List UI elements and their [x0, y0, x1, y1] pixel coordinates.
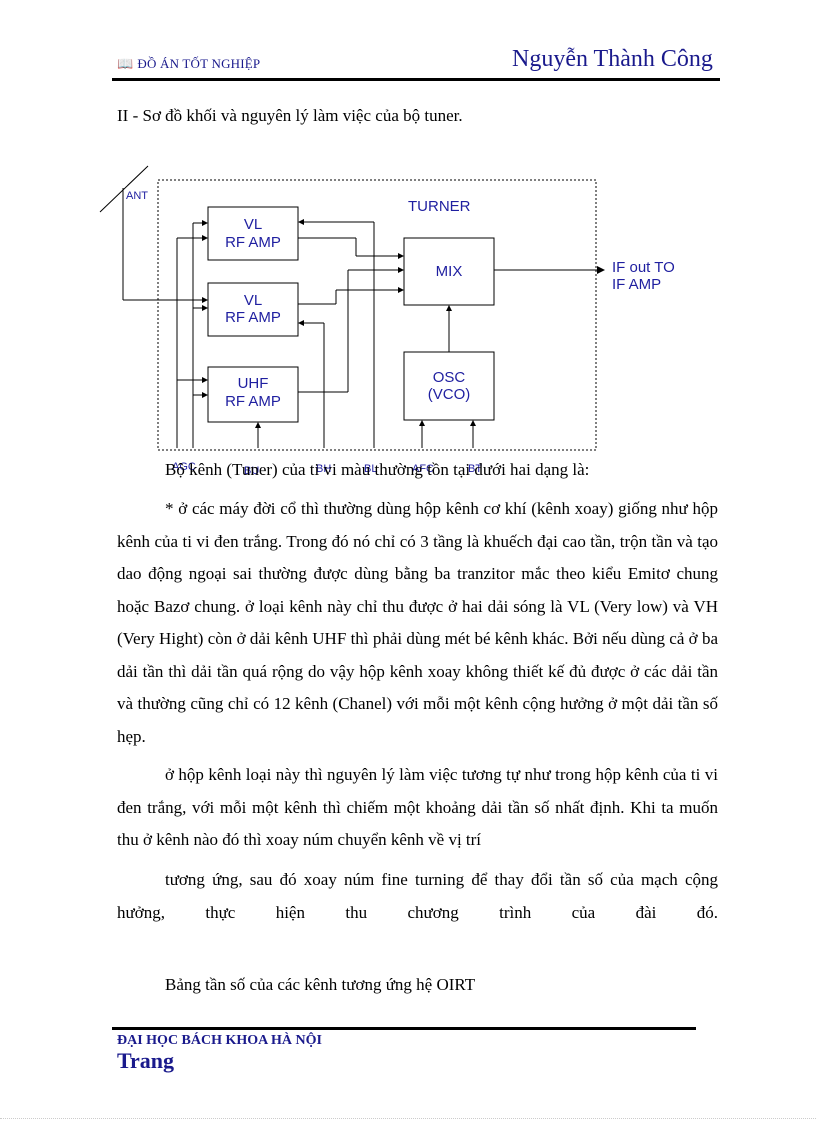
paragraph-1: * ở các máy đời cổ thì thường dùng hộp k… — [117, 493, 718, 753]
header-left-text: ĐỒ ÁN TỐT NGHIỆP — [137, 56, 261, 71]
pin-label-bt: BT — [468, 463, 482, 475]
block-vl1-line1: VL — [244, 216, 262, 233]
block-uhf — [207, 366, 299, 423]
section-title: II - Sơ đồ khối và nguyên lý làm việc củ… — [117, 106, 463, 125]
footer-rule — [112, 1027, 696, 1030]
block-vl2-line2: RF AMP — [225, 309, 281, 326]
footer-university: ĐẠI HỌC BÁCH KHOA HÀ NỘI — [117, 1033, 322, 1048]
book-icon: 📖 — [117, 56, 134, 71]
tuner-label: TURNER — [408, 198, 471, 215]
paragraph-1-text: * ở các máy đời cổ thì thường dùng hộp k… — [117, 499, 718, 746]
block-mix-label: MIX — [436, 263, 463, 280]
header-author-name: Nguyễn Thành Công — [512, 46, 713, 72]
paragraph-3-text: tương ứng, sau đó xoay núm fine turning … — [117, 870, 718, 922]
pin-label-bu: BU — [244, 465, 259, 477]
block-uhf-line1: UHF — [238, 375, 269, 392]
block-vl2 — [207, 282, 299, 337]
header-left-title: 📖ĐỒ ÁN TỐT NGHIỆP — [117, 56, 260, 72]
tuner-block-diagram: ANT TURNER VL RF AMP VL RF AMP UHF RF AM… — [99, 165, 675, 477]
header-rule — [112, 78, 720, 81]
table-caption: Bảng tần số của các kênh tương ứng hệ OI… — [165, 975, 476, 994]
intro-line: Bộ kênh (Tuner) của ti vi màu thường tồn… — [165, 460, 590, 479]
paragraph-2-text: ở hộp kênh loại này thì nguyên lý làm vi… — [117, 765, 718, 849]
paragraph-2: ở hộp kênh loại này thì nguyên lý làm vi… — [117, 759, 718, 857]
pin-label-afc: AFC — [412, 463, 434, 475]
pin-label-bh: BH — [316, 463, 331, 475]
block-uhf-line2: RF AMP — [225, 393, 281, 410]
block-osc-line1: OSC — [433, 369, 466, 386]
block-osc-line2: (VCO) — [428, 386, 471, 403]
pin-label-bl: BL — [364, 463, 377, 475]
block-vl1-line2: RF AMP — [225, 234, 281, 251]
tuner-enclosure — [157, 179, 597, 451]
ant-label: ANT — [126, 190, 148, 202]
page-bottom-dotted-rule — [0, 1118, 816, 1119]
output-label-line1: IF out TO — [612, 259, 675, 276]
output-label-line2: IF AMP — [612, 276, 661, 293]
antenna-line — [99, 165, 149, 213]
pin-label-agc: AGC — [172, 461, 196, 473]
block-vl2-line1: VL — [244, 292, 262, 309]
block-vl1 — [207, 206, 299, 261]
paragraph-3: tương ứng, sau đó xoay núm fine turning … — [117, 864, 718, 929]
footer-page-label: Trang — [117, 1048, 175, 1073]
